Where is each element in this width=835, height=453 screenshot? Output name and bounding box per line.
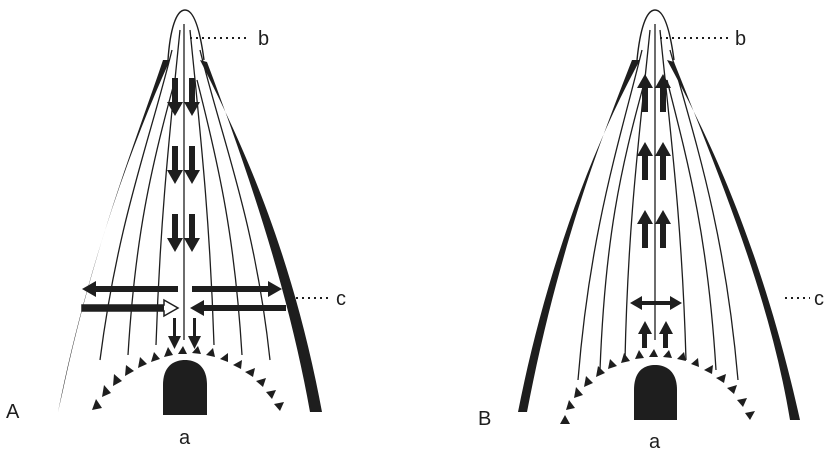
down-arrow	[188, 318, 201, 349]
label-b: b	[258, 28, 269, 50]
up-arrow	[655, 74, 671, 112]
right-wall	[200, 60, 322, 412]
down-arrow	[184, 214, 200, 252]
up-arrow	[638, 321, 652, 348]
nucleus	[634, 365, 677, 420]
apex-outline	[168, 10, 204, 60]
label-c: c	[814, 288, 824, 310]
down-arrow	[167, 78, 183, 116]
label-b: b	[735, 28, 746, 50]
left-arrow	[82, 281, 178, 297]
down-arrow	[167, 146, 183, 184]
panel-a: b c a A	[6, 10, 346, 449]
label-a: a	[649, 431, 661, 453]
panel-label-a: A	[6, 401, 20, 423]
up-arrow	[637, 210, 653, 248]
leader-lines	[660, 38, 810, 298]
nucleus	[163, 360, 207, 415]
left-wall	[518, 60, 640, 412]
down-arrow	[184, 146, 200, 184]
up-arrow	[655, 210, 671, 248]
contour-lines	[578, 24, 738, 380]
down-arrow	[168, 318, 181, 349]
up-arrow	[659, 321, 673, 348]
right-wall	[667, 60, 800, 420]
up-arrow	[655, 142, 671, 180]
label-a: a	[179, 427, 191, 449]
down-arrow	[167, 214, 183, 252]
double-arrow	[630, 296, 682, 310]
up-arrow	[637, 74, 653, 112]
panel-label-b: B	[478, 408, 491, 430]
up-arrow	[637, 142, 653, 180]
label-c: c	[336, 288, 346, 310]
panel-b: b c a B	[478, 10, 824, 453]
